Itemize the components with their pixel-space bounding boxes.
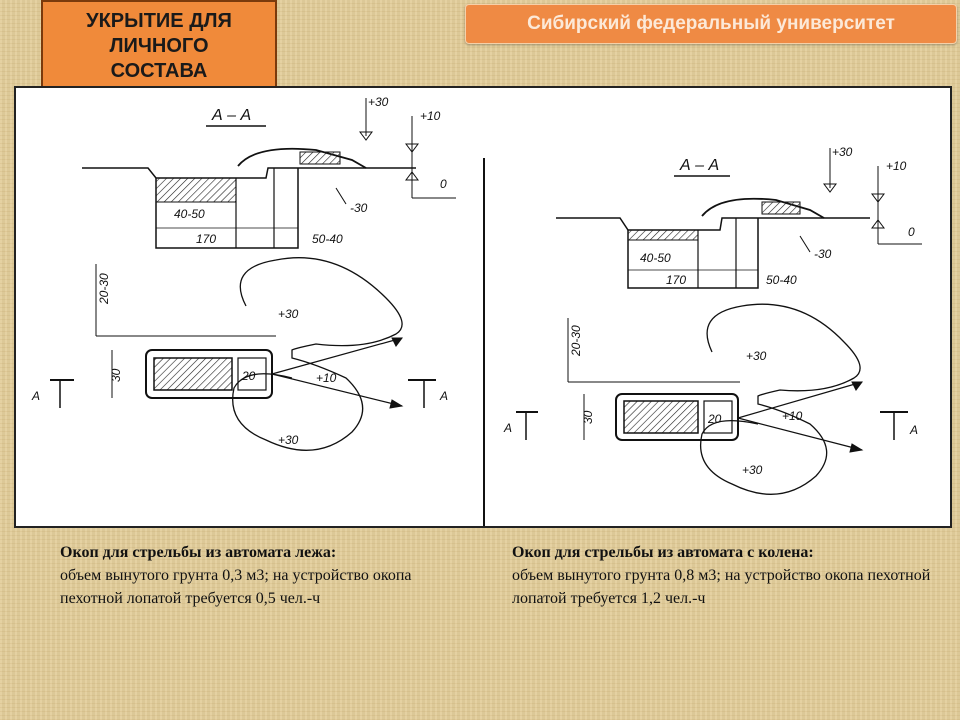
- svg-text:+30: +30: [278, 307, 299, 321]
- svg-text:А: А: [31, 389, 40, 403]
- svg-text:50-40: 50-40: [312, 232, 343, 246]
- caption-right-text: объем вынутого грунта 0,8 м3; на устройс…: [512, 567, 931, 607]
- caption-left-text: объем вынутого грунта 0,3 м3; на устройс…: [60, 567, 412, 607]
- svg-text:+30: +30: [368, 95, 389, 109]
- svg-text:0: 0: [908, 225, 915, 239]
- svg-text:+30: +30: [742, 463, 763, 477]
- svg-text:+30: +30: [832, 145, 853, 159]
- left-drawing: А – А 40-50 170 50-40 +30 +10 0: [31, 95, 456, 451]
- svg-text:170: 170: [666, 273, 686, 287]
- svg-text:30: 30: [581, 410, 595, 424]
- svg-text:А: А: [503, 421, 512, 435]
- svg-text:-30: -30: [350, 201, 368, 215]
- left-section-label: А – А: [211, 107, 251, 124]
- svg-text:+30: +30: [278, 433, 299, 447]
- svg-text:А: А: [439, 389, 448, 403]
- svg-text:+10: +10: [886, 159, 907, 173]
- svg-text:20-30: 20-30: [569, 325, 583, 357]
- technical-drawing-panel: А – А 40-50 170 50-40 +30 +10 0: [14, 86, 952, 528]
- svg-text:40-50: 40-50: [174, 207, 205, 221]
- svg-text:0: 0: [440, 177, 447, 191]
- svg-text:30: 30: [109, 368, 123, 382]
- svg-text:+10: +10: [782, 409, 803, 423]
- svg-text:20: 20: [241, 369, 256, 383]
- slide-title: УКРЫТИЕ ДЛЯ ЛИЧНОГО СОСТАВА: [86, 9, 232, 82]
- right-section-label: А – А: [679, 157, 719, 174]
- svg-text:40-50: 40-50: [640, 251, 671, 265]
- svg-text:-30: -30: [814, 247, 832, 261]
- right-drawing: А – А 40-50 170 50-40 +30 +10 0 -30 20-: [503, 145, 922, 495]
- svg-text:+30: +30: [746, 349, 767, 363]
- svg-text:170: 170: [196, 232, 216, 246]
- slide-title-box: УКРЫТИЕ ДЛЯ ЛИЧНОГО СОСТАВА: [41, 0, 277, 92]
- trench-drawings: А – А 40-50 170 50-40 +30 +10 0: [31, 95, 922, 526]
- svg-text:50-40: 50-40: [766, 273, 797, 287]
- caption-right-title: Окоп для стрельбы из автомата с колена:: [512, 544, 814, 561]
- university-name: Сибирский федеральный университет: [527, 13, 895, 34]
- caption-left-title: Окоп для стрельбы из автомата лежа:: [60, 544, 337, 561]
- svg-text:20-30: 20-30: [97, 273, 111, 305]
- university-banner: Сибирский федеральный университет: [465, 4, 957, 44]
- caption-right: Окоп для стрельбы из автомата с колена: …: [512, 541, 932, 610]
- svg-text:+10: +10: [316, 371, 337, 385]
- caption-left: Окоп для стрельбы из автомата лежа: объе…: [60, 541, 450, 610]
- svg-text:20: 20: [707, 412, 722, 426]
- svg-text:+10: +10: [420, 109, 441, 123]
- svg-text:А: А: [909, 423, 918, 437]
